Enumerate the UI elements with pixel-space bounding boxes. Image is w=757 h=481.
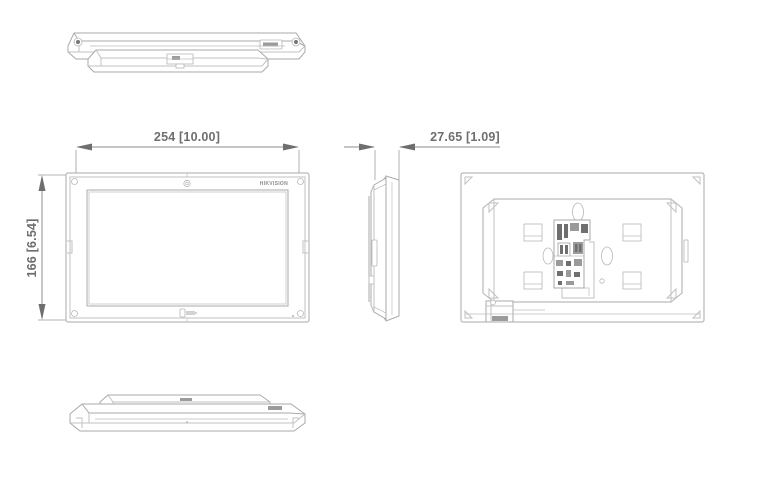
dimension-height: 166 [6.54]: [25, 174, 74, 321]
brand-logo: HIKVISION: [260, 181, 288, 187]
side-view-slot: [371, 239, 378, 267]
top-view-port: [259, 39, 283, 50]
wall-mount-slot-center: [601, 246, 613, 266]
dimension-width-label: 254 [10.00]: [154, 130, 220, 144]
brand-logo-text: HIKVISION: [260, 181, 288, 187]
rear-view: [460, 172, 705, 323]
top-view-bracket: [166, 53, 194, 69]
top-view-screw-right: [291, 37, 301, 47]
front-view: HIKVISION: [65, 172, 310, 323]
mounting-pad-bottom-right: [622, 271, 642, 290]
microphone-indicator: [179, 308, 197, 318]
dimension-width: 254 [10.00]: [75, 130, 300, 180]
dimension-height-label: 166 [6.54]: [25, 219, 39, 278]
camera-lens: [183, 179, 191, 188]
mounting-pad-bottom-left: [523, 271, 543, 290]
dimension-depth: 27.65 [1.09]: [344, 130, 500, 180]
top-view: [67, 32, 306, 73]
side-view: [368, 175, 400, 322]
dimension-depth-label: 27.65 [1.09]: [430, 130, 500, 144]
bottom-view: [69, 394, 306, 432]
wall-mount-slot-top: [572, 202, 584, 222]
mounting-pad-top-left: [523, 223, 543, 242]
top-view-screw-left: [73, 37, 83, 47]
cable-entry-housing: [485, 299, 545, 323]
wall-mount-slot-left: [542, 247, 554, 265]
mounting-pad-top-right: [622, 223, 642, 242]
pcb-terminal-block: [553, 219, 591, 289]
